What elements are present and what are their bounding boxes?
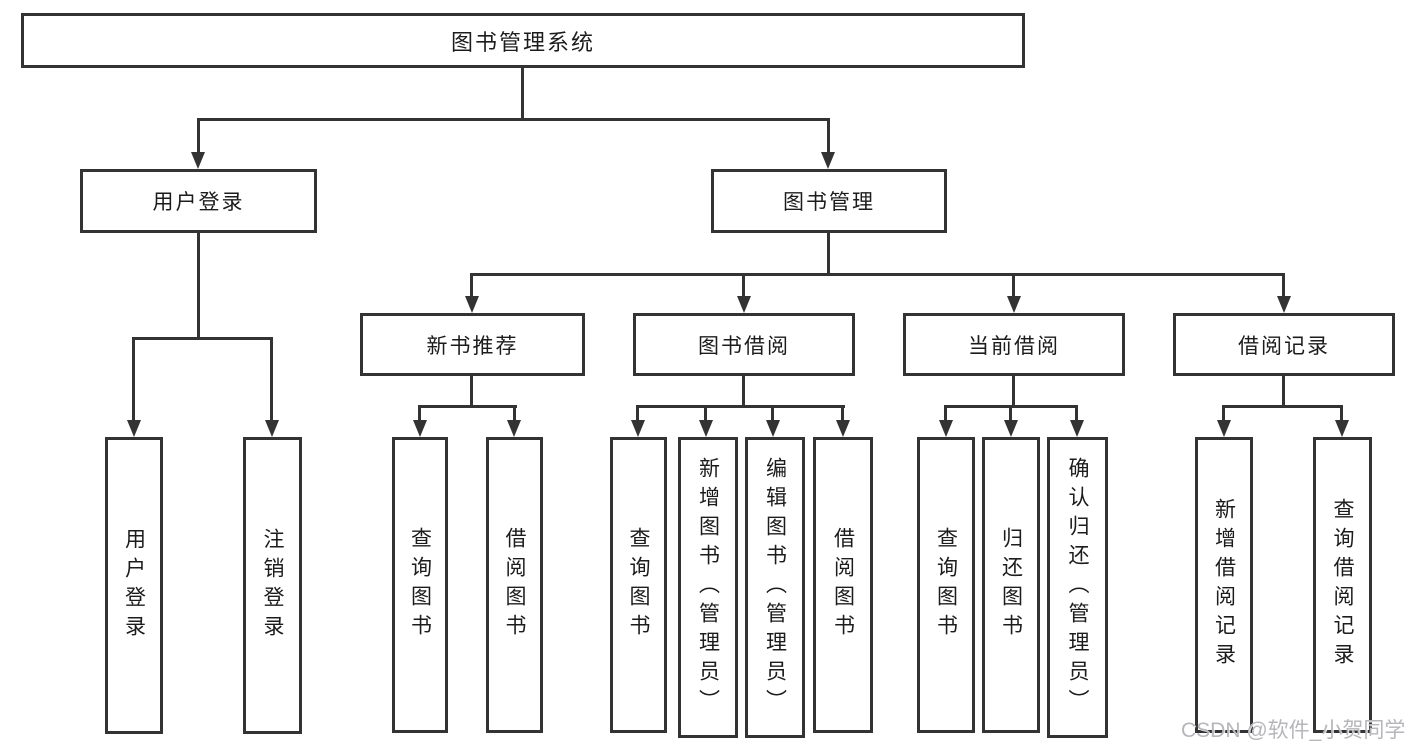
arrow-down-icon	[1007, 296, 1021, 313]
leaf-label: 编辑图书（管理员）	[763, 457, 787, 718]
connector-line	[827, 118, 830, 155]
connector-line	[1222, 405, 1343, 408]
leaf-query-borrow-record: 查询借阅记录	[1313, 437, 1372, 733]
leaf-logout: 注销登录	[243, 437, 302, 734]
arrow-down-icon	[699, 420, 713, 437]
node-user-login: 用户登录	[80, 169, 317, 233]
node-label: 图书管理	[783, 191, 875, 214]
arrow-down-icon	[939, 420, 953, 437]
connector-line	[636, 405, 845, 408]
leaf-return-books: 归还图书	[982, 437, 1040, 733]
leaf-user-login: 用户登录	[105, 437, 163, 734]
connector-line	[1012, 376, 1015, 408]
connector-line	[742, 273, 745, 299]
node-label: 图书管理系统	[450, 29, 595, 55]
connector-line	[1075, 405, 1078, 421]
leaf-label: 查询借阅记录	[1331, 498, 1354, 672]
connector-line	[704, 405, 707, 421]
leaf-label: 新增图书（管理员）	[696, 457, 720, 718]
leaf-edit-books-admin: 编辑图书（管理员）	[745, 437, 805, 738]
leaf-borrow-books-2: 借阅图书	[813, 437, 873, 733]
connector-line	[1282, 273, 1285, 299]
node-current-borrow: 当前借阅	[903, 313, 1125, 376]
arrow-down-icon	[1277, 296, 1291, 313]
connector-line	[513, 405, 516, 421]
arrow-down-icon	[191, 152, 205, 169]
connector-line	[1282, 376, 1285, 408]
node-label: 图书借阅	[698, 334, 790, 358]
connector-line	[132, 337, 273, 340]
node-label: 借阅记录	[1238, 334, 1330, 358]
leaf-borrow-books-1: 借阅图书	[486, 437, 543, 733]
leaf-add-books-admin: 新增图书（管理员）	[678, 437, 738, 738]
connector-line	[944, 405, 947, 421]
leaf-label: 确认归还（管理员）	[1066, 457, 1089, 718]
arrow-down-icon	[507, 420, 521, 437]
node-book-borrow: 图书借阅	[633, 313, 855, 376]
node-label: 当前借阅	[968, 334, 1060, 358]
leaf-query-books-3: 查询图书	[917, 437, 975, 733]
leaf-label: 注销登录	[261, 527, 284, 644]
arrow-down-icon	[631, 420, 645, 437]
arrow-down-icon	[265, 420, 279, 437]
connector-line	[742, 376, 745, 408]
connector-line	[418, 405, 517, 408]
connector-line	[827, 233, 830, 273]
node-borrow-records: 借阅记录	[1173, 313, 1395, 376]
arrow-down-icon	[1004, 420, 1018, 437]
node-library-system: 图书管理系统	[21, 13, 1025, 68]
leaf-query-books-2: 查询图书	[610, 437, 667, 733]
connector-line	[197, 118, 200, 155]
connector-line	[132, 337, 135, 422]
arrow-down-icon	[413, 420, 427, 437]
connector-line	[1009, 405, 1012, 421]
arrow-down-icon	[465, 296, 479, 313]
arrow-down-icon	[821, 152, 835, 169]
connector-line	[841, 405, 844, 421]
connector-line	[197, 118, 830, 121]
connector-line	[636, 405, 639, 421]
leaf-label: 查询图书	[627, 527, 650, 643]
connector-line	[1222, 405, 1225, 421]
leaf-label: 借阅图书	[503, 527, 526, 643]
leaf-label: 归还图书	[999, 527, 1023, 643]
leaf-label: 新增借阅记录	[1212, 498, 1236, 672]
connector-line	[1012, 273, 1015, 299]
leaf-label: 查询图书	[408, 527, 432, 643]
leaf-label: 借阅图书	[831, 527, 855, 643]
leaf-add-borrow-record: 新增借阅记录	[1195, 437, 1253, 733]
connector-line	[470, 273, 473, 299]
arrow-down-icon	[127, 420, 141, 437]
leaf-label: 查询图书	[934, 527, 958, 643]
connector-line	[197, 233, 200, 337]
arrow-down-icon	[1217, 420, 1231, 437]
arrow-down-icon	[836, 420, 850, 437]
node-label: 新书推荐	[426, 334, 519, 358]
node-label: 用户登录	[152, 191, 245, 214]
arrow-down-icon	[1070, 420, 1084, 437]
arrow-down-icon	[737, 296, 751, 313]
connector-line	[771, 405, 774, 421]
connector-line	[270, 337, 273, 422]
connector-line	[418, 405, 421, 421]
leaf-label: 用户登录	[122, 527, 146, 644]
arrow-down-icon	[1335, 420, 1349, 437]
connector-line	[1340, 405, 1343, 421]
connector-line	[521, 68, 524, 118]
node-new-book-recommend: 新书推荐	[360, 313, 585, 376]
leaf-confirm-return-admin: 确认归还（管理员）	[1047, 437, 1108, 738]
csdn-watermark: CSDN @软件_小贺同学	[1181, 719, 1405, 742]
leaf-query-books-1: 查询图书	[392, 437, 448, 733]
node-book-management: 图书管理	[711, 169, 947, 233]
arrow-down-icon	[766, 420, 780, 437]
connector-line	[470, 273, 1285, 276]
connector-line	[470, 376, 473, 408]
